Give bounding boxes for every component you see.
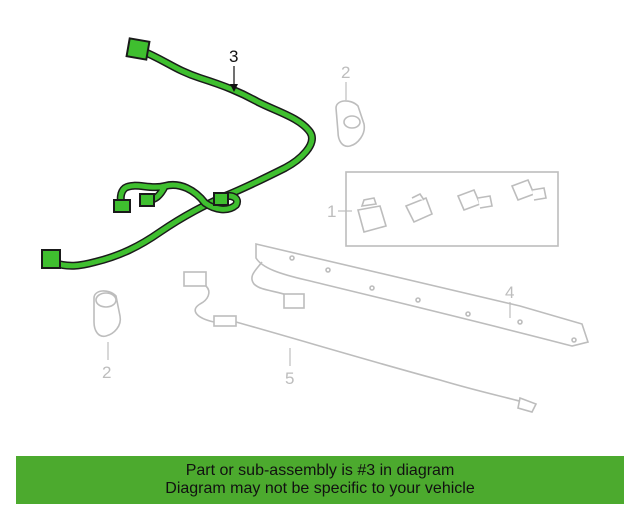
banner-line-1: Part or sub-assembly is #3 in diagram: [185, 462, 455, 479]
callout-5: 5: [285, 369, 294, 388]
callout-4: 4: [505, 283, 514, 302]
harness-connector-left: [41, 249, 61, 269]
clip-kit-box: [345, 171, 559, 247]
callout-3: 3: [229, 47, 238, 66]
callout-1: 1: [327, 202, 336, 221]
banner-line-2: Diagram may not be specific to your vehi…: [165, 480, 475, 497]
callout-2-top: 2: [341, 63, 350, 82]
callout-3-arrow: [230, 84, 238, 92]
mounting-bracket-part-4[interactable]: [251, 242, 590, 347]
wiring-harness-part-3[interactable]: [41, 37, 316, 270]
callout-2-bottom: 2: [102, 363, 111, 382]
extension-harness-part-5[interactable]: [183, 271, 538, 413]
harness-connector-cluster: [113, 192, 229, 213]
parking-sensor-bottom[interactable]: [93, 290, 122, 338]
parking-sensor-top[interactable]: [335, 100, 366, 148]
harness-connector-top: [125, 37, 151, 61]
clip-kit-parts[interactable]: [356, 178, 547, 233]
info-banner: Part or sub-assembly is #3 in diagram Di…: [16, 456, 624, 504]
parts-diagram: 3 2 1 4: [41, 37, 590, 413]
